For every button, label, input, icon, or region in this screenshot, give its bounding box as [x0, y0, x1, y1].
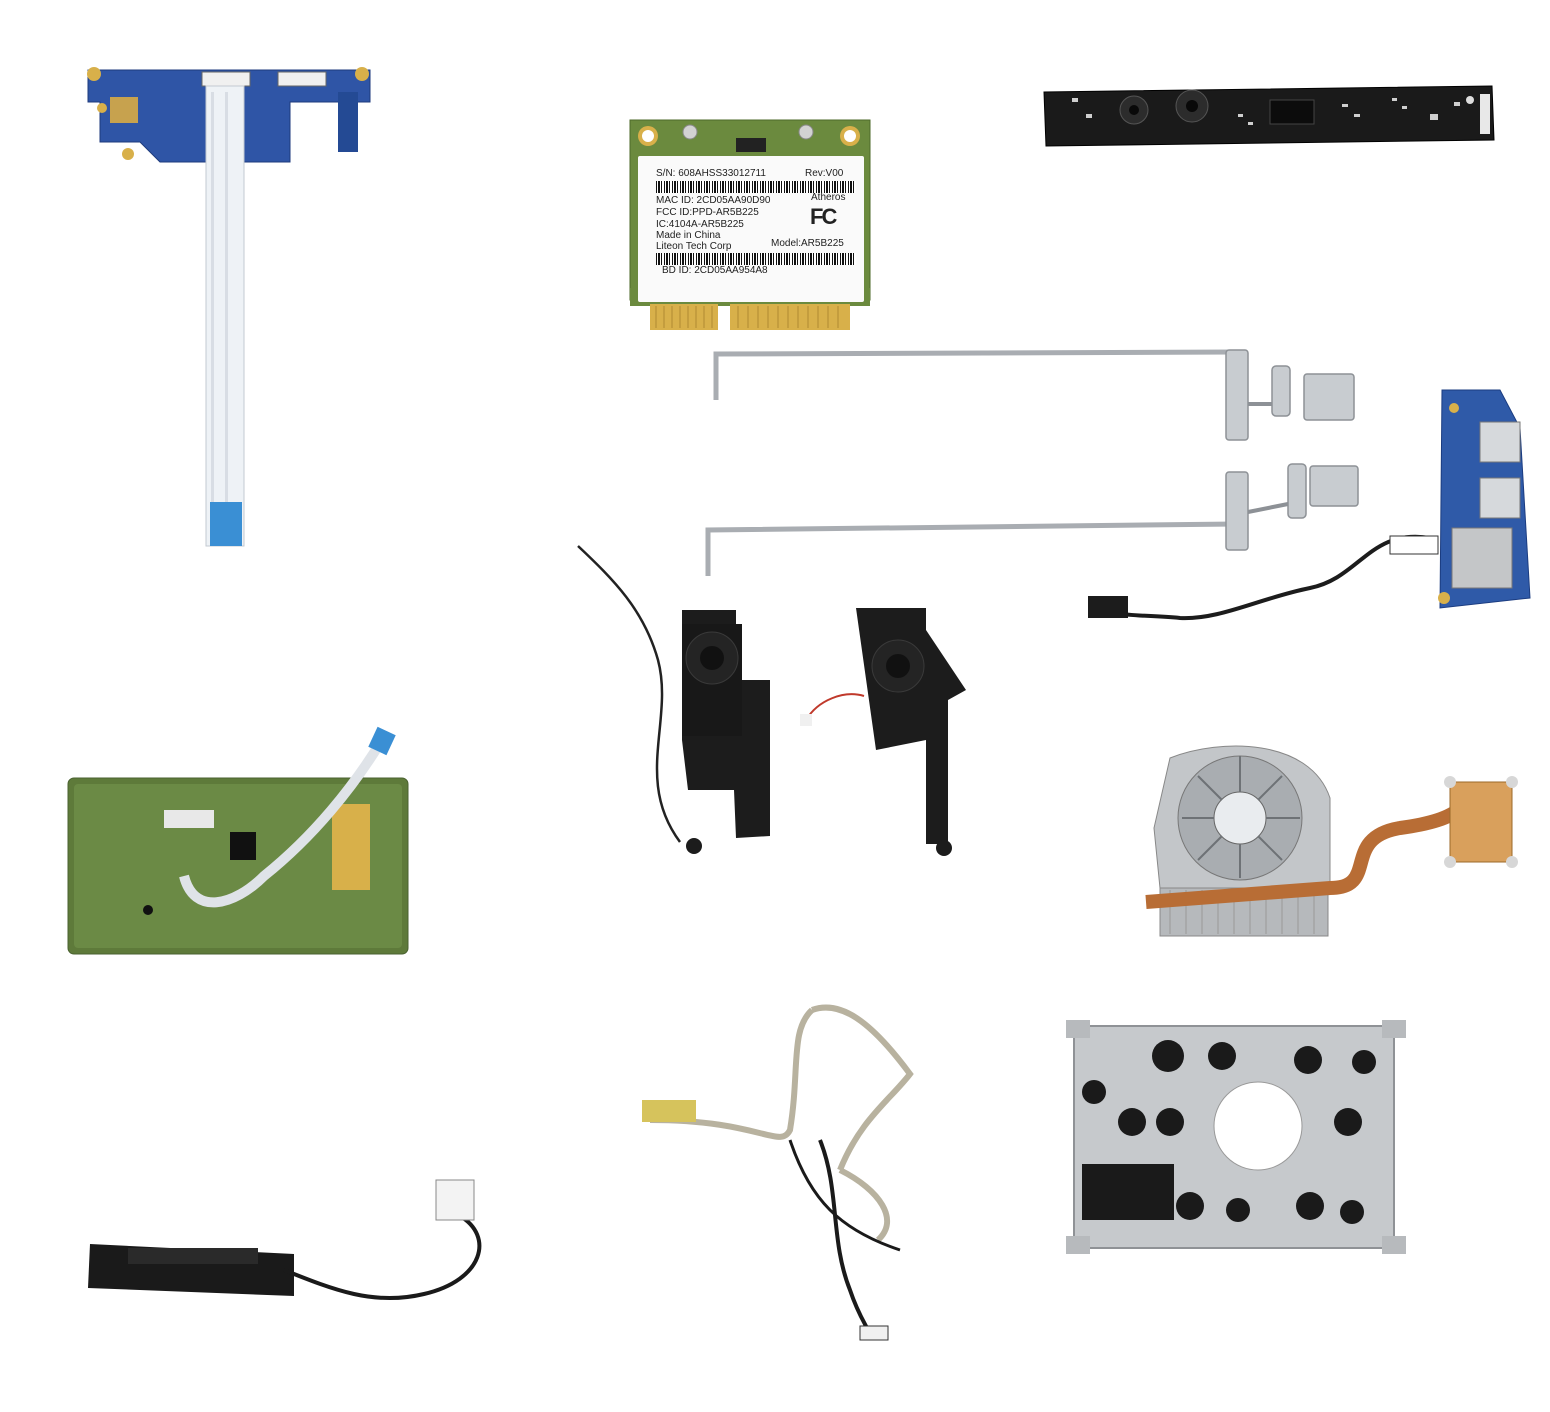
fcc-logo: FC	[810, 204, 837, 229]
wifi-origin: Made in China	[656, 230, 721, 241]
wifi-card: S/N: 608AHSS33012711 Rev:V00 MAC ID: 2CD…	[628, 118, 872, 336]
wifi-model: Model:AR5B225	[771, 238, 844, 249]
hinge-pair	[696, 344, 1366, 584]
wifi-vendor: Atheros	[811, 192, 846, 203]
wifi-mac: MAC ID: 2CD05AA90D90	[656, 195, 771, 206]
barcode	[656, 181, 856, 193]
touchpad	[64, 726, 414, 958]
lcd-cable	[640, 990, 960, 1350]
speaker-pair	[574, 540, 974, 860]
wifi-ic: IC:4104A-AR5B225	[656, 219, 744, 230]
wifi-manufacturer: Liteon Tech Corp	[656, 241, 732, 252]
barcode	[656, 253, 856, 265]
wifi-fcc-id: FCC ID:PPD-AR5B225	[656, 207, 759, 218]
wifi-revision: Rev:V00	[805, 168, 844, 179]
usb-board	[1080, 388, 1531, 658]
hdd-connector-cable	[84, 1176, 504, 1326]
wifi-card-label: S/N: 608AHSS33012711 Rev:V00 MAC ID: 2CD…	[638, 156, 864, 302]
wifi-serial: S/N: 608AHSS33012711	[656, 168, 766, 179]
hdd-caddy	[1064, 1016, 1406, 1256]
webcam-module	[1042, 84, 1496, 148]
cooling-fan-heatsink	[1140, 738, 1520, 942]
power-button-board	[80, 62, 380, 552]
wifi-bd-id: BD ID: 2CD05AA954A8	[662, 265, 768, 276]
